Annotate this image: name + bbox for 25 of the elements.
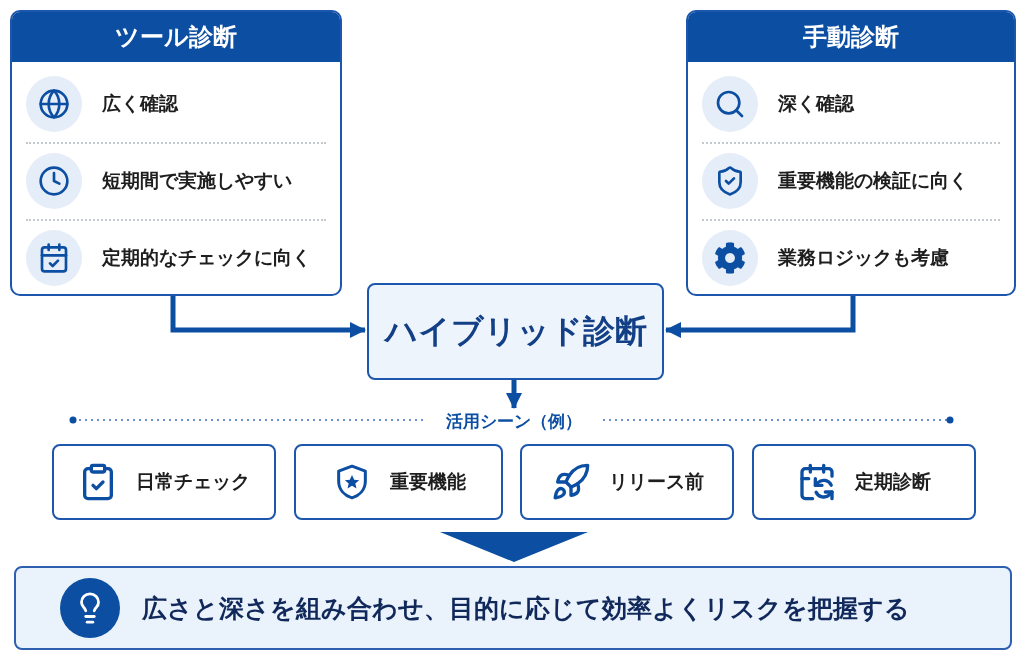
arrow	[170, 296, 366, 338]
scene-text: 定期診断	[855, 469, 931, 494]
scene-card	[752, 444, 976, 520]
scene-card	[520, 444, 734, 520]
scene-text: 日常チェック	[136, 469, 250, 494]
result-text: 広さと深さを組み合わせ、目的に応じて効率よくリスクを把握する	[142, 592, 910, 625]
arrow	[665, 296, 856, 338]
item-text: 重要機能の検証に向く	[778, 168, 968, 193]
item-text: 業務ロジックも考慮	[778, 245, 949, 270]
scene-text: リリース前	[608, 469, 704, 494]
item-text: 短期間で実施しやすい	[102, 168, 292, 193]
scene-card	[52, 444, 276, 520]
item-text: 定期的なチェックに向く	[102, 245, 311, 270]
panel-header: ツール診断	[12, 12, 340, 62]
panel	[686, 10, 1016, 296]
item-text: 深く確認	[778, 91, 854, 116]
chevron-arrow	[440, 532, 588, 562]
item-text: 広く確認	[102, 91, 178, 116]
panel	[10, 10, 342, 296]
scene-card	[294, 444, 503, 520]
scene-text: 重要機能	[389, 469, 466, 494]
arrow	[506, 380, 522, 409]
panel-header: 手動診断	[688, 12, 1014, 62]
hybrid-box: ハイブリッド診断	[367, 283, 664, 380]
result-box	[14, 566, 1012, 650]
